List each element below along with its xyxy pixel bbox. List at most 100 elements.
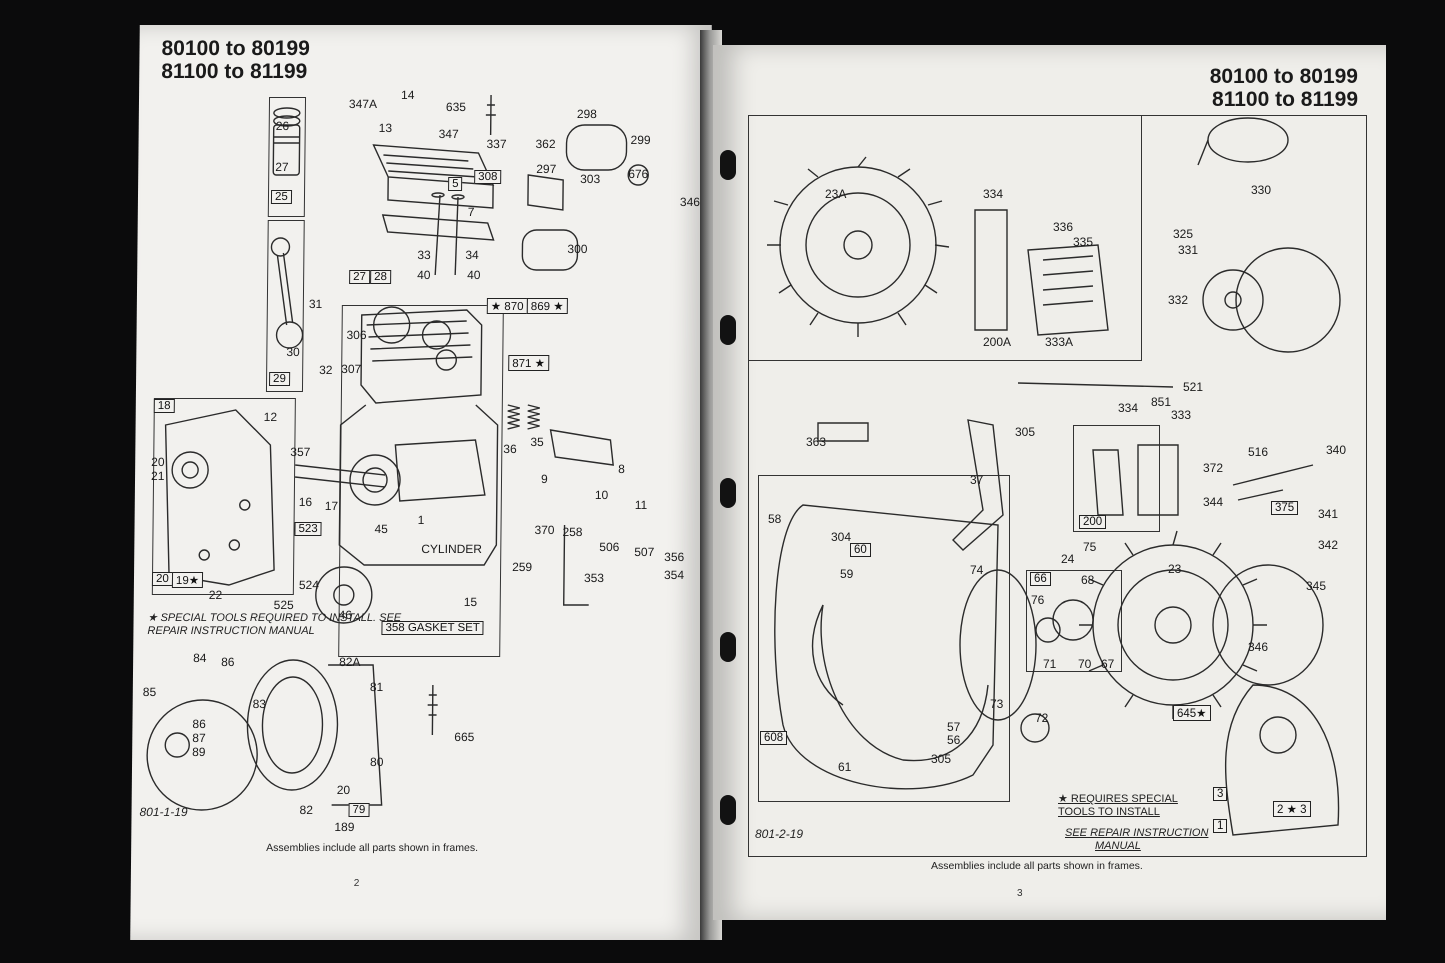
- star-label: ★ 870: [486, 298, 528, 314]
- part-label: 521: [1183, 380, 1204, 394]
- part-label: 71: [1043, 657, 1057, 671]
- part-label: 340: [1326, 443, 1347, 457]
- part-label: 335: [1073, 235, 1094, 249]
- part-label: 189: [334, 820, 355, 834]
- part-label: 32: [319, 363, 333, 377]
- part-label: 346: [1248, 640, 1269, 654]
- part-label: 86: [221, 655, 235, 669]
- star-label: 869 ★: [526, 298, 568, 314]
- boxed-label: 18: [153, 399, 175, 413]
- part-label: 525: [273, 598, 294, 612]
- part-label: 303: [580, 172, 601, 186]
- part-label: 20: [336, 783, 351, 797]
- part-label: 506: [599, 540, 620, 554]
- part-label: 258: [562, 525, 583, 539]
- part-label: 35: [530, 435, 544, 449]
- armature-frame: [1073, 425, 1160, 532]
- part-label: 12: [263, 410, 278, 424]
- part-label: 345: [1306, 579, 1327, 593]
- part-label: 333: [1171, 408, 1192, 422]
- part-label: 362: [535, 137, 556, 151]
- part-label: 330: [1251, 183, 1272, 197]
- part-label: 11: [634, 498, 648, 512]
- part-label: 30: [286, 345, 300, 359]
- part-label: 1: [417, 513, 425, 527]
- part-label: 14: [400, 88, 415, 102]
- note-line: MANUAL: [1095, 840, 1141, 852]
- part-label: 676: [628, 167, 649, 181]
- boxed-label: 200: [1079, 515, 1107, 529]
- boxed-label: 375: [1271, 501, 1299, 515]
- part-label: 74: [970, 563, 984, 577]
- part-label: 68: [1081, 573, 1095, 587]
- part-label: 337: [486, 137, 507, 151]
- star-label: 871 ★: [508, 355, 550, 371]
- exploded-view-drawing-left: [130, 25, 712, 940]
- part-label: 356: [664, 550, 685, 564]
- boxed-label: 523: [294, 522, 322, 536]
- boxed-label: 20: [151, 572, 173, 586]
- requires-special-tools-note: ★ REQUIRES SPECIAL TOOLS TO INSTALL: [1058, 793, 1178, 819]
- part-label: 16: [298, 495, 313, 509]
- part-label: 306: [346, 328, 367, 342]
- part-label: 363: [806, 435, 827, 449]
- part-label: 344: [1203, 495, 1224, 509]
- right-model-line1: 80100 to 80199: [1209, 65, 1358, 88]
- right-model-range: 80100 to 80199 81100 to 81199: [1210, 65, 1358, 111]
- part-label: 45: [374, 522, 388, 536]
- part-label: 33: [417, 248, 431, 262]
- part-label: 70: [1078, 657, 1092, 671]
- part-label: 7: [467, 205, 475, 219]
- boxed-label: 1: [1213, 819, 1228, 833]
- boxed-label: 28: [370, 270, 392, 284]
- part-label: 37: [970, 473, 984, 487]
- part-label: 36: [503, 442, 517, 456]
- part-label: 58: [768, 512, 782, 526]
- part-label: 635: [445, 100, 467, 114]
- page-number: 3: [1017, 888, 1023, 899]
- boxed-label: 60: [850, 543, 871, 557]
- part-label: 332: [1168, 293, 1189, 307]
- part-label: 331: [1178, 243, 1199, 257]
- part-label: 341: [1318, 507, 1339, 521]
- part-label: 333A: [1045, 335, 1074, 349]
- flywheel-magneto-frame: [748, 115, 1142, 361]
- part-label: 31: [308, 297, 323, 311]
- part-label: 304: [831, 530, 852, 544]
- part-label: 334: [983, 187, 1004, 201]
- binder-hole: [720, 315, 736, 345]
- part-label: 325: [1173, 227, 1194, 241]
- clutch-frame: [1026, 570, 1122, 672]
- part-label: 56: [947, 733, 961, 747]
- part-label: 347: [438, 127, 459, 141]
- part-label: 61: [838, 760, 852, 774]
- part-label: 23A: [825, 187, 847, 201]
- part-label: 851: [1151, 395, 1172, 409]
- part-label: 73: [990, 697, 1004, 711]
- part-label: 259: [512, 560, 533, 574]
- part-label: 87: [192, 731, 206, 745]
- boxed-label: 25: [270, 190, 292, 204]
- drawing-code: 801-2-19: [755, 827, 804, 841]
- binder-hole: [720, 150, 736, 180]
- binder-hole: [720, 632, 736, 662]
- part-label: 81: [369, 680, 384, 694]
- part-label: 26: [275, 119, 290, 133]
- part-label: 72: [1035, 711, 1049, 725]
- part-label: 346: [679, 195, 701, 209]
- part-label: 67: [1101, 657, 1115, 671]
- part-label: 353: [583, 571, 605, 585]
- rewind-starter-frame: [758, 475, 1010, 802]
- part-label: 76: [1031, 593, 1045, 607]
- right-page: 80100 to 80199 81100 to 81199: [713, 45, 1386, 920]
- special-tools-note: ★ SPECIAL TOOLS REQUIRED TO INSTALL. SEE…: [147, 612, 402, 637]
- boxed-label: 79: [348, 803, 370, 817]
- frames-caption: Assemblies include all parts shown in fr…: [266, 842, 479, 854]
- part-label: 354: [663, 568, 685, 582]
- part-label: 9: [540, 472, 548, 486]
- boxed-label: 308: [474, 170, 502, 184]
- part-label: 297: [536, 162, 557, 176]
- part-label: 24: [1061, 552, 1075, 566]
- part-label: 347A: [348, 97, 378, 111]
- boxed-label: 19★: [171, 572, 204, 588]
